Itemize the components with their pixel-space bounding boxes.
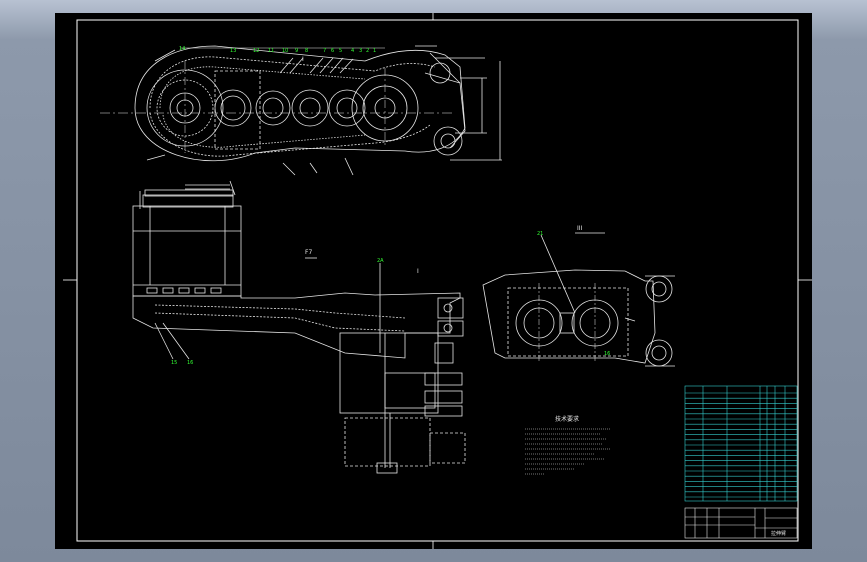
- front-view-label: I: [417, 268, 419, 275]
- part-number-12: 12: [253, 48, 259, 54]
- part-number-9: 9: [295, 48, 298, 54]
- front-tag-15: 15: [171, 360, 177, 366]
- drawing-canvas: 14 13 12 11 10 9 8 7 6 5 4 3 2 1 I: [63, 13, 812, 549]
- title-block: [684, 507, 798, 539]
- parts-list-table: [684, 385, 798, 502]
- part-number-3: 3: [359, 48, 362, 54]
- top-view-part-numbers: 14 13 12 11 10 9 8 7 6 5 4 3 2 1: [179, 46, 376, 54]
- part-number-13: 13: [230, 48, 236, 54]
- section-label-f7: F7: [305, 249, 312, 256]
- part-number-11: 11: [268, 48, 274, 54]
- cad-drawing-viewport[interactable]: 14 13 12 11 10 9 8 7 6 5 4 3 2 1 I: [55, 13, 812, 549]
- notes-title: 技术要求: [555, 415, 579, 423]
- top-view-arm: [100, 45, 502, 176]
- front-view-assembly: [132, 180, 466, 474]
- top-view-label: I: [302, 56, 304, 63]
- part-number-6: 6: [331, 48, 334, 54]
- side-view-label: III: [577, 225, 583, 232]
- part-number-14: 14: [179, 46, 185, 52]
- side-tag-21: 21: [537, 231, 543, 237]
- side-view-assembly: [482, 232, 675, 367]
- side-tag-16: 16: [604, 351, 610, 357]
- technical-notes: 技术要求: [525, 415, 610, 475]
- part-number-2: 2: [366, 48, 369, 54]
- part-number-1: 1: [373, 48, 376, 54]
- part-number-5: 5: [339, 48, 342, 54]
- part-number-7: 7: [323, 48, 326, 54]
- front-tag-2a: 2A: [377, 258, 384, 264]
- part-number-4: 4: [351, 48, 354, 54]
- part-number-8: 8: [305, 48, 308, 54]
- part-number-10: 10: [282, 48, 288, 54]
- front-tag-16: 16: [187, 360, 193, 366]
- drawing-name: 拉伸臂: [771, 530, 786, 537]
- drawing-border: [76, 19, 799, 542]
